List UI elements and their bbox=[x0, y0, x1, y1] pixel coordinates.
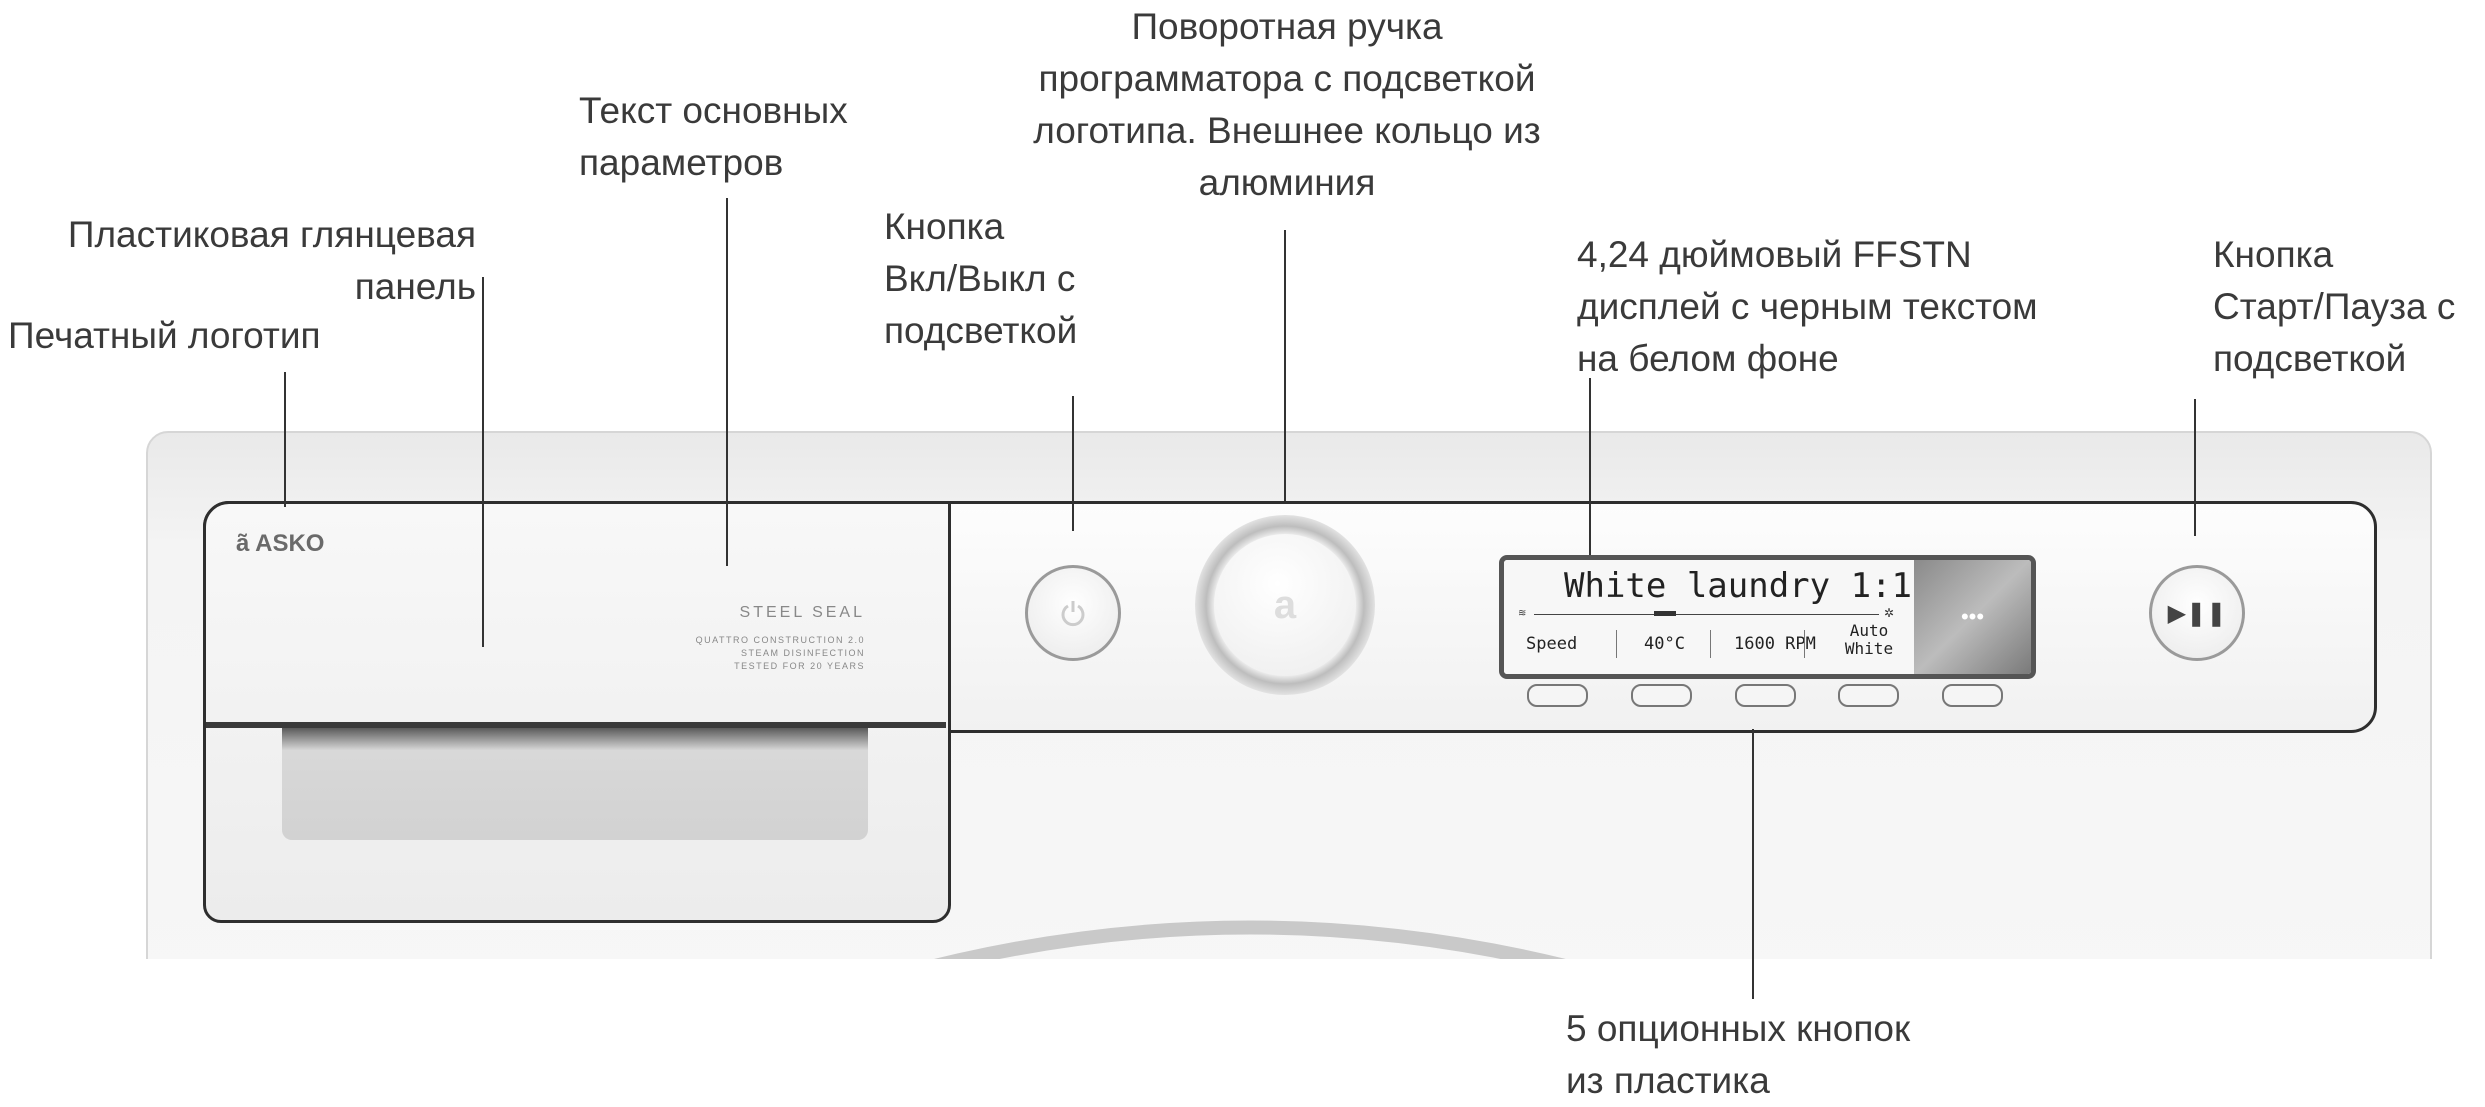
option-button-3[interactable] bbox=[1735, 684, 1796, 707]
wifi-icon: ≋ bbox=[1518, 608, 1527, 619]
option-button-2[interactable] bbox=[1631, 684, 1692, 707]
display: White laundry 1:15 ≋ ✲ Speed 40°C 1600 R… bbox=[1499, 555, 2036, 679]
brand-text: ASKO bbox=[255, 530, 325, 557]
display-option: Speed bbox=[1526, 634, 1578, 654]
door-arc bbox=[898, 920, 1602, 980]
detergent-drawer[interactable] bbox=[203, 501, 951, 923]
feature-line: STEAM DISINFECTION bbox=[740, 648, 865, 658]
start-pause-button[interactable]: ▶❚❚ bbox=[2149, 565, 2245, 661]
knob-logo-icon: a bbox=[1214, 534, 1356, 676]
asko-logo: ã ASKO bbox=[236, 530, 324, 558]
option-button-1[interactable] bbox=[1527, 684, 1588, 707]
more-options: ••• bbox=[1914, 560, 2031, 674]
display-option: Auto White bbox=[1844, 621, 1894, 658]
play-pause-icon: ▶❚❚ bbox=[2167, 599, 2227, 627]
option-button-4[interactable] bbox=[1838, 684, 1899, 707]
label-printed-logo: Печатный логотип bbox=[8, 315, 321, 356]
display-program: White laundry 1:15 bbox=[1564, 566, 1933, 606]
feature-line: TESTED FOR 20 YEARS bbox=[734, 661, 865, 671]
display-option: 1600 RPM bbox=[1734, 634, 1816, 654]
power-button[interactable] bbox=[1025, 565, 1121, 661]
display-option: 40°C bbox=[1644, 634, 1685, 654]
option-button-5[interactable] bbox=[1942, 684, 2003, 707]
drawer-handle[interactable] bbox=[282, 728, 868, 840]
power-icon bbox=[1061, 601, 1085, 627]
feature-title: STEEL SEAL bbox=[739, 604, 865, 621]
settings-icon: ✲ bbox=[1884, 606, 1895, 620]
features-text: STEEL SEAL QUATTRO CONSTRUCTION 2.0 STEA… bbox=[696, 604, 865, 673]
logo-a-icon: ã bbox=[236, 530, 256, 557]
progress-marker bbox=[1654, 611, 1676, 616]
feature-line: QUATTRO CONSTRUCTION 2.0 bbox=[695, 635, 865, 645]
